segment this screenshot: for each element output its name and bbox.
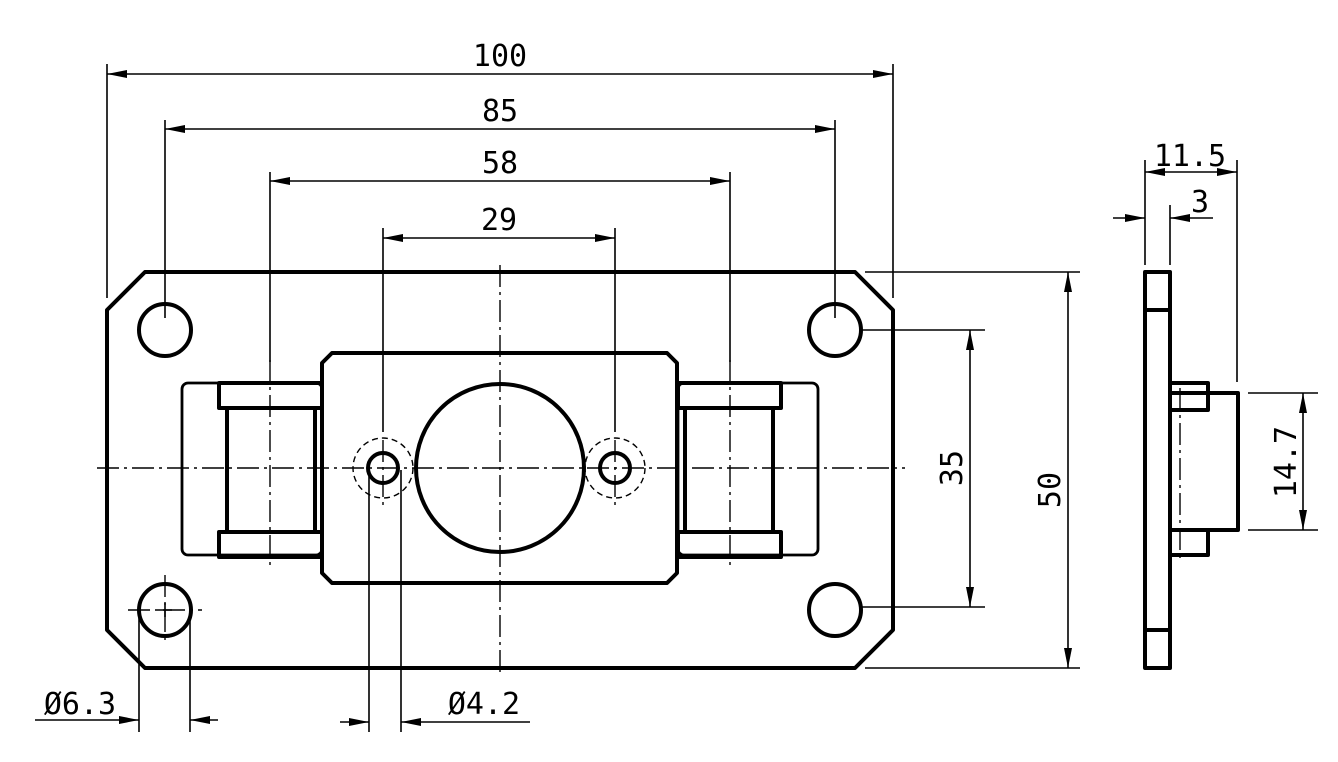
dim-hole-diameter: Ø6.3 [44, 687, 116, 722]
ext-lines-d63 [138, 612, 191, 732]
dim-overall-width: 100 [473, 39, 527, 74]
front-view: 100 85 58 29 35 50 Ø6.3 Ø4.2 [35, 39, 1080, 732]
ext-lines-29 [382, 228, 616, 432]
mounting-hole-bottom-right [807, 582, 863, 638]
dim-overall-height: 50 [1033, 472, 1068, 508]
dim-small-hole-diameter: Ø4.2 [448, 687, 520, 722]
dim-total-depth: 11.5 [1154, 139, 1226, 174]
ext-lines-58 [269, 172, 731, 362]
plate-outline [105, 270, 895, 670]
hole-centerlines [128, 575, 202, 645]
right-slot [683, 406, 775, 534]
side-boss [1168, 391, 1240, 532]
ext-lines-11-5 [1144, 160, 1238, 382]
centerlines [97, 265, 905, 675]
dim-hole-spacing-y: 35 [935, 450, 970, 486]
side-tab-top [1168, 381, 1210, 412]
dim-plate-thickness: 3 [1191, 185, 1209, 220]
side-tab-bottom [1168, 528, 1210, 557]
dim-boss-height: 14.7 [1269, 426, 1304, 498]
dim-small-hole-spacing: 29 [481, 203, 517, 238]
small-hole-right-counterbore [584, 437, 646, 499]
dim-hole-spacing-x: 85 [482, 94, 518, 129]
ext-lines-50 [865, 271, 1080, 669]
ext-lines-d42 [368, 470, 402, 732]
side-view: 11.5 3 14.7 [1113, 139, 1318, 670]
side-plate [1143, 270, 1172, 670]
ext-lines-35 [862, 329, 985, 608]
side-hole-lines [1145, 308, 1170, 632]
dim-slot-spacing: 58 [482, 146, 518, 181]
left-slot [225, 406, 317, 534]
ext-lines-100 [106, 64, 894, 298]
ext-lines-85 [164, 120, 836, 318]
